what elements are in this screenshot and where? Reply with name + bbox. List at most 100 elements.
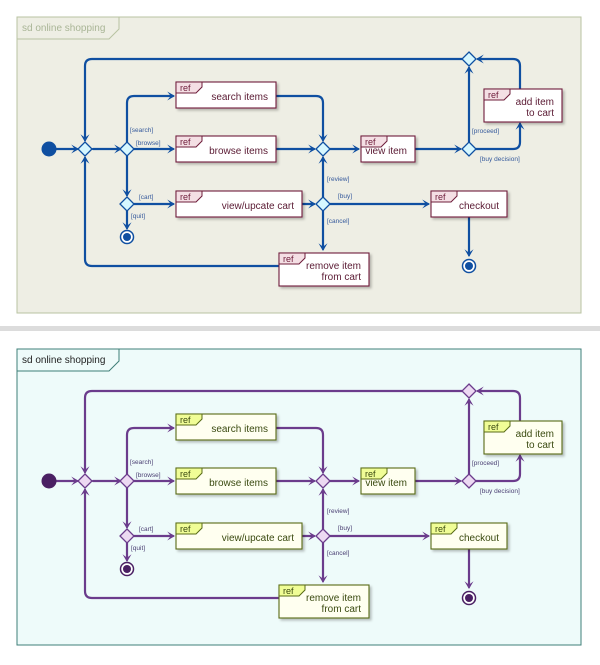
arrowhead [454,476,462,486]
guard-search: [search] [130,127,153,134]
arrowhead [464,249,474,257]
ref-label: view/upcate cart [222,201,294,212]
arrowhead [422,199,430,209]
final-node-quit [119,229,135,245]
decision-cart-quit [119,196,135,212]
ref-tag [360,135,388,148]
guard-cancel: [cancel] [327,550,350,557]
arrowhead [122,521,132,529]
flow-edge [474,454,522,483]
ref-tag [430,522,458,535]
arrowhead [308,144,316,154]
arrowhead [476,386,484,396]
ref-label: remove item [306,261,361,272]
ref-tag [360,467,388,480]
arrowhead [352,476,360,486]
ref-tag [483,420,511,433]
ref-tag [175,522,203,535]
arrowhead [80,488,90,496]
decision-action-choice [119,141,135,157]
guard-cart: [cart] [139,194,154,201]
guard-browse: [browse] [136,472,161,479]
arrowhead [422,531,430,541]
guard-review: [review] [327,176,350,183]
ref-tag-label: ref [180,415,191,425]
frame-title: sd online shopping [22,23,105,34]
arrowhead [167,91,175,101]
arrowhead [515,454,525,462]
flow-edge [474,122,522,151]
decision-action-choice [119,473,135,489]
guard-buy-decision: [buy decision] [480,488,520,495]
ref-tag-label: ref [488,422,499,432]
arrowhead [122,554,132,562]
flow-edge [83,488,281,600]
flow-edge [476,57,522,91]
ref-tag [175,190,203,203]
arrowhead [318,156,328,164]
ref-label: search items [211,92,268,103]
guard-buy-decision: [buy decision] [480,156,520,163]
initial-node [41,141,57,157]
flow-edge [83,156,281,268]
flow-edge [476,389,522,423]
guard-buy: [buy] [338,193,352,200]
decision-cart-quit [119,528,135,544]
ref-browse: ref browse items [175,467,277,495]
flow-edge [125,94,175,144]
flow-edge [83,57,464,142]
ref-label: browse items [209,478,268,489]
ref-tag [175,81,203,94]
arrowhead [114,144,122,154]
ref-label: to cart [526,108,554,119]
ref-label: checkout [459,533,499,544]
ref-tag [278,584,306,597]
ref-tag-label: ref [488,90,499,100]
arrowhead [167,476,175,486]
arrowhead [476,54,484,64]
ref-tag-label: ref [283,586,294,596]
arrowhead [318,575,328,583]
merge-view-item [315,473,331,489]
ref-tag-label: ref [180,469,191,479]
arrowhead [318,134,328,142]
ref-tag [175,413,203,426]
arrowhead [167,423,175,433]
ref-tag [483,88,511,101]
decision-merge-start [77,141,93,157]
guard-quit: [quit] [131,213,145,220]
guard-quit: [quit] [131,545,145,552]
guard-proceed: [proceed] [472,460,499,467]
arrowhead [464,66,474,74]
arrowhead [167,531,175,541]
ref-label: add item [516,97,554,108]
flow-edge [125,426,175,476]
panel-separator [0,326,600,331]
flow-edge [83,389,464,474]
guard-search: [search] [130,459,153,466]
frame-title: sd online shopping [22,355,105,366]
ref-tag-label: ref [180,83,191,93]
arrowhead [114,476,122,486]
ref-tag-label: ref [180,137,191,147]
ref-label: add item [516,429,554,440]
arrowhead [515,122,525,130]
ref-label: checkout [459,201,499,212]
final-node-quit [119,561,135,577]
arrowhead [318,243,328,251]
ref-tag-label: ref [283,254,294,264]
ref-tag [175,467,203,480]
arrowhead [80,466,90,474]
arrowhead [318,466,328,474]
frame-title-tab [16,349,120,372]
arrowhead [167,144,175,154]
ref-label: remove item [306,593,361,604]
ref-label: to cart [526,440,554,451]
frame-title-tab [16,17,120,40]
